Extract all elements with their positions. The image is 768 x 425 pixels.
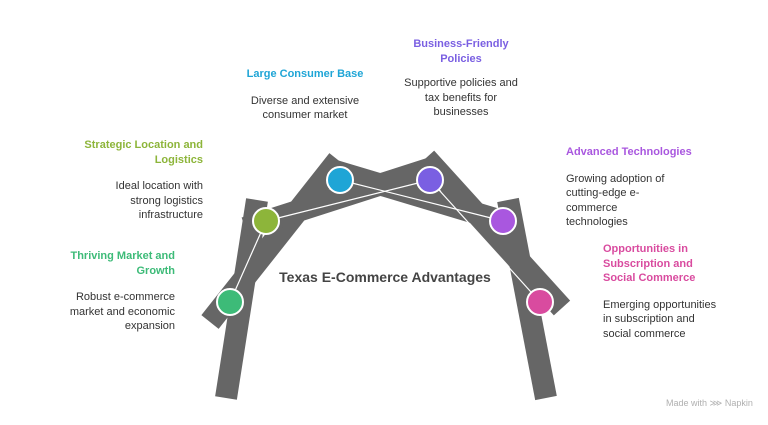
item-title: Business-Friendly Policies: [413, 38, 509, 65]
bar-right-diag: [417, 150, 571, 316]
item-advanced-tech: Advanced Technologies Growing adoption o…: [566, 145, 706, 230]
item-desc: Supportive policies and tax benefits for…: [404, 77, 518, 118]
item-title: Advanced Technologies: [566, 146, 692, 158]
item-consumer-base: Large Consumer Base Diverse and extensiv…: [240, 67, 370, 123]
item-title: Thriving Market and Growth: [70, 250, 175, 277]
item-desc: Robust e-commerce market and economic ex…: [69, 291, 175, 332]
item-title: Strategic Location and Logistics: [84, 139, 203, 166]
item-desc: Emerging opportunities in subscription a…: [603, 298, 717, 340]
node-strategic-location: [252, 207, 280, 235]
item-strategic-location: Strategic Location and Logistics Ideal l…: [60, 138, 203, 223]
item-desc: Growing adoption of cutting-edge e-comme…: [566, 172, 665, 229]
node-advanced-tech: [489, 207, 517, 235]
item-desc: Ideal location with strong logistics inf…: [115, 180, 203, 221]
napkin-watermark: Made with ⋙ Napkin: [666, 398, 753, 408]
item-thriving-market: Thriving Market and Growth Robust e-comm…: [40, 249, 175, 334]
node-business-policies: [416, 166, 444, 194]
item-title: Opportunities in Subscription and Social…: [603, 243, 696, 284]
node-thriving-market: [216, 288, 244, 316]
item-desc: Diverse and extensive consumer market: [250, 94, 360, 122]
center-title: Texas E-Commerce Advantages: [279, 269, 491, 285]
node-consumer-base: [326, 166, 354, 194]
item-subscription: Opportunities in Subscription and Social…: [603, 242, 723, 341]
node-subscription: [526, 288, 554, 316]
item-business-policies: Business-Friendly Policies Supportive po…: [396, 37, 526, 120]
item-title: Large Consumer Base: [246, 68, 364, 80]
